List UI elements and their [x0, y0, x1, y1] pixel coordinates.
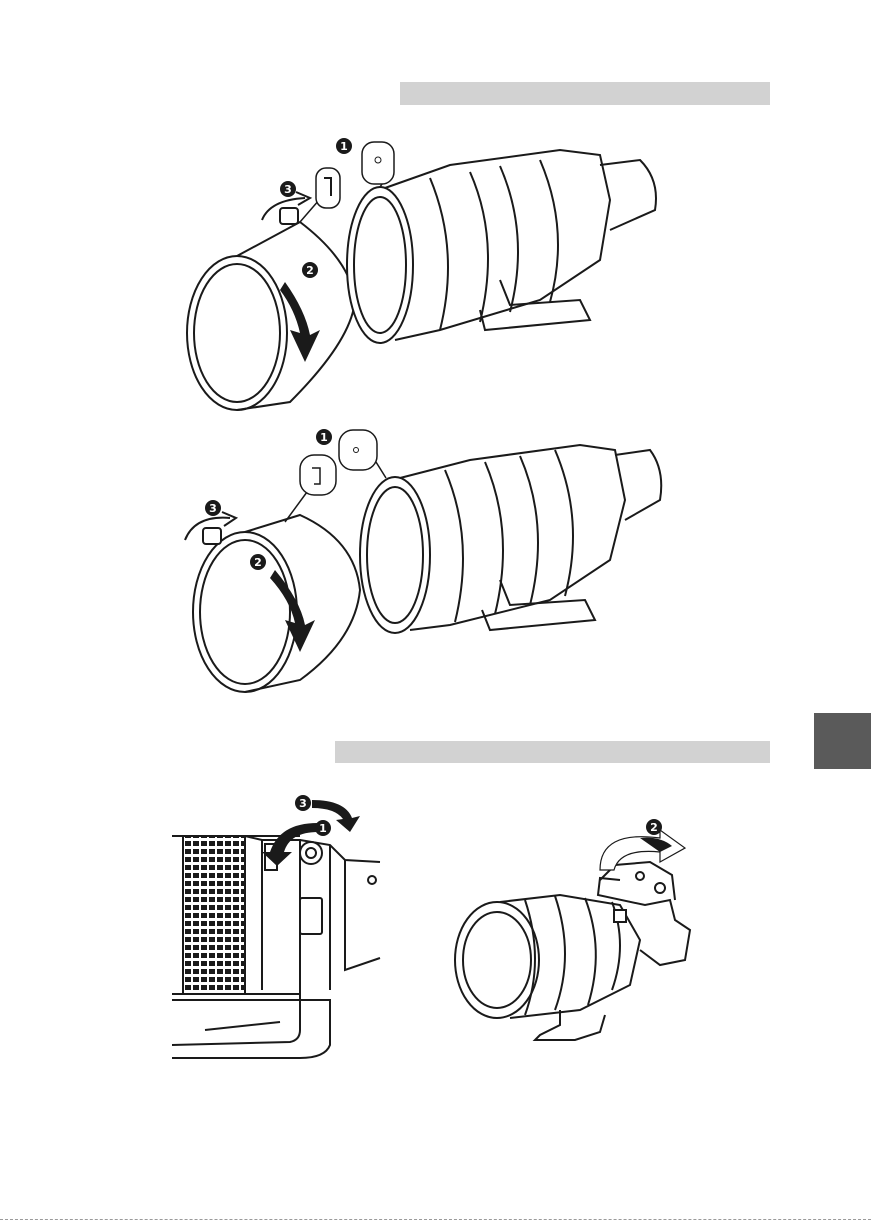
focus-ring-knurl [183, 836, 245, 994]
svg-text:1: 1 [319, 822, 327, 835]
step-marker-1: 1 [315, 820, 331, 836]
step-marker-3: 3 [295, 795, 311, 811]
collar-lock-knob [300, 842, 322, 864]
rotate-camera-arrow-icon [600, 830, 685, 870]
figure-camera-with-lens [455, 862, 690, 1040]
page-bottom-border [0, 1219, 871, 1220]
svg-text:3: 3 [299, 797, 307, 810]
tripod-socket-plate [300, 898, 322, 934]
step-marker-2: 2 [646, 819, 662, 835]
svg-text:2: 2 [650, 821, 658, 834]
